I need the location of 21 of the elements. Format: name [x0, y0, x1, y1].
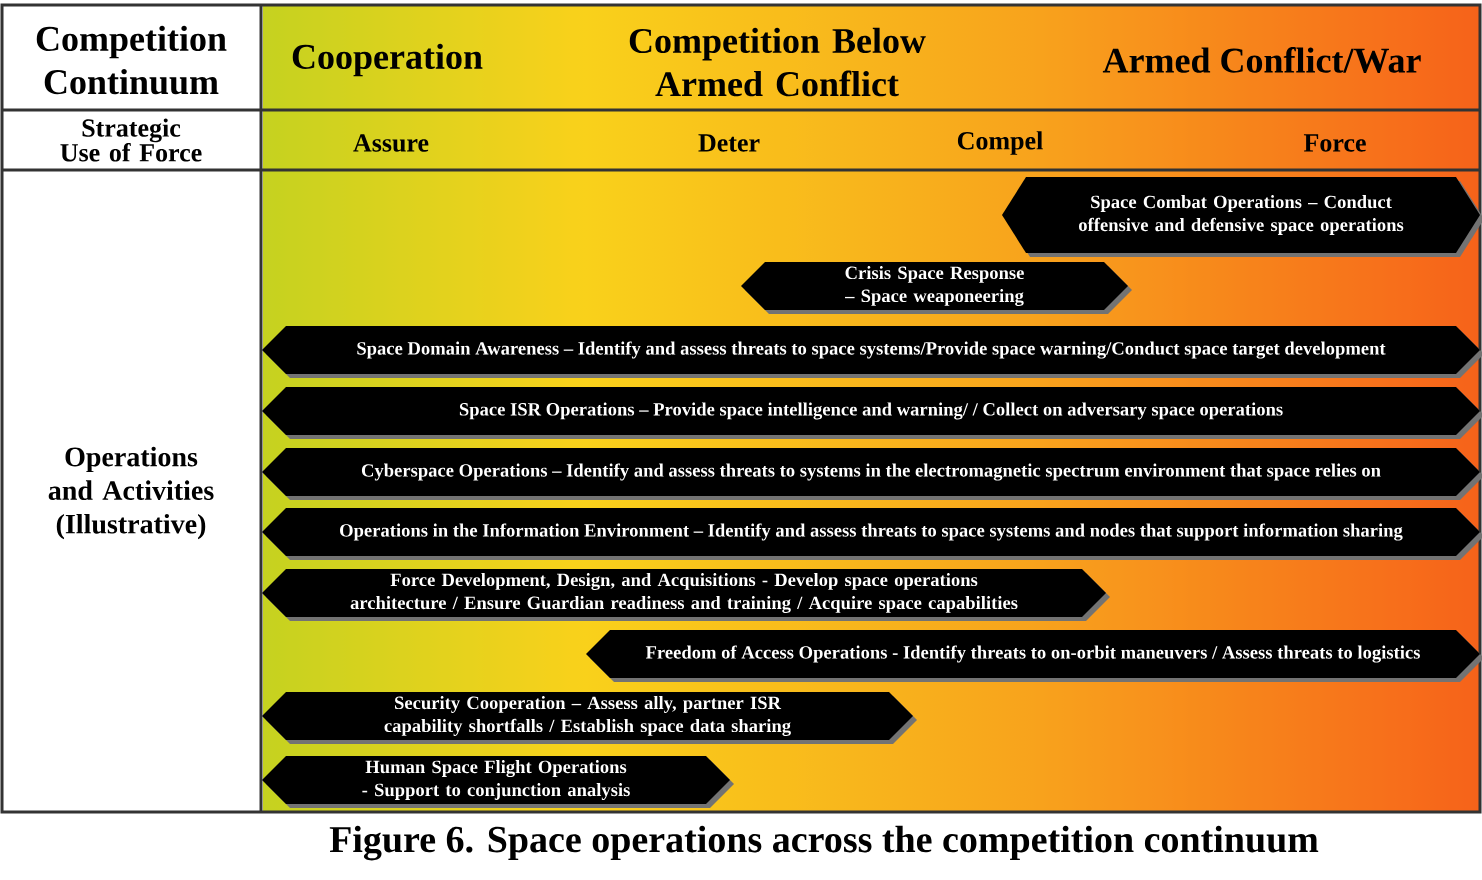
activity-bar: Space Combat Operations – Conduct offensive and defensive space operations [1002, 177, 1482, 257]
column-heading: Competition Below Armed Conflict [629, 27, 926, 97]
activity-bar: Force Development, Design, and Acquisitions - Develop space operations architecture / Ensure Guardian readiness and training / Acquire space capabilities [262, 569, 1110, 621]
column-heading: Deter [698, 134, 760, 152]
figure-caption: Figure 6. Space operations across the competition continuum [329, 825, 1319, 861]
column-heading: Cooperation [292, 43, 483, 77]
column-heading: Compel [957, 131, 1043, 155]
activity-bar: Operations in the Information Environment – Identify and assess threats to space systems and nodes that support information sharing [262, 508, 1482, 560]
column-heading: Force [1303, 134, 1366, 152]
activity-bar: Human Space Flight Operations - Support to conjunction analysis [262, 756, 734, 808]
activity-bar: Security Cooperation – Assess ally, partner ISR capability shortfalls / Establish space data sharing [262, 692, 917, 744]
column-heading: Assure [353, 134, 429, 152]
row-heading: Strategic Use of Force [60, 118, 202, 162]
row-heading: Operations and Activities (Illustrative) [48, 446, 214, 540]
activity-bar: Freedom of Access Operations - Identify threats to on-orbit maneuvers / Assess threats to logistics [586, 630, 1482, 682]
table-heading: Competition Continuum [36, 25, 227, 95]
activity-bar: Cyberspace Operations – Identify and assess threats to systems in the electromagnetic spectrum environment that space relies on [262, 448, 1482, 500]
activity-bar: Space Domain Awareness – Identify and assess threats to space systems/Provide space warning/Conduct space target development [262, 326, 1482, 378]
activity-bar: Crisis Space Response – Space weaponeering [741, 262, 1132, 314]
activity-bar: Space ISR Operations – Provide space intelligence and warning/ / Collect on adversary space operations [262, 387, 1482, 439]
column-heading: Armed Conflict/War [1102, 47, 1421, 73]
